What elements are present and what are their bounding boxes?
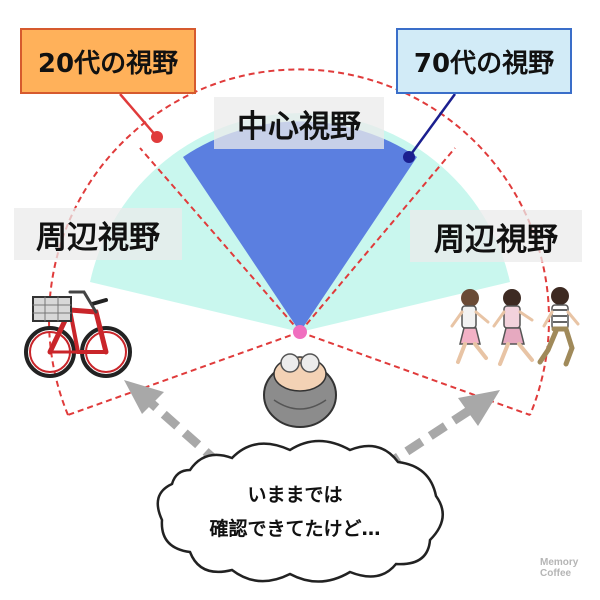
- seventies-leader-line: [407, 93, 457, 158]
- eye-point: [293, 325, 307, 339]
- peripheral-field-label-right: 周辺視野: [410, 210, 582, 262]
- brand-watermark: Memory Coffee: [540, 557, 600, 579]
- peripheral-field-label-left: 周辺視野: [14, 208, 182, 260]
- seventies-field-label: 70代の視野: [396, 28, 572, 94]
- twenties-field-boundary: [48, 68, 550, 416]
- twenties-field-label: 20代の視野: [20, 28, 196, 94]
- speech-bubble-text: いままでは 確認できてたけど…: [170, 478, 420, 546]
- thought-bubble-icon: [156, 439, 444, 583]
- brand-line-2: Coffee: [540, 568, 572, 579]
- speech-bubble-line-1: いままでは: [247, 484, 343, 506]
- speech-bubble-line-2: 確認できてたけど…: [209, 518, 381, 540]
- boundary-spoke-inner-right: [299, 147, 456, 333]
- elderly-person-head-icon: [263, 353, 337, 428]
- twenties-leader-dot: [151, 131, 163, 143]
- twenties-leader-line: [119, 93, 158, 138]
- arrow-to-runners-icon: [357, 390, 500, 486]
- central-field-area: [183, 121, 417, 333]
- central-field-label: 中心視野: [214, 97, 384, 149]
- twenties-label-box: [20, 28, 196, 94]
- boundary-spoke-inner-left: [139, 147, 301, 333]
- brand-line-1: Memory: [540, 557, 579, 568]
- seventies-leader-dot: [403, 151, 415, 163]
- seventies-label-box: [396, 28, 572, 94]
- arrow-to-bicycle-icon: [124, 380, 243, 486]
- bicycle-icon: [24, 290, 132, 378]
- running-children-icon: [450, 287, 580, 367]
- boundary-spoke-left: [67, 331, 301, 416]
